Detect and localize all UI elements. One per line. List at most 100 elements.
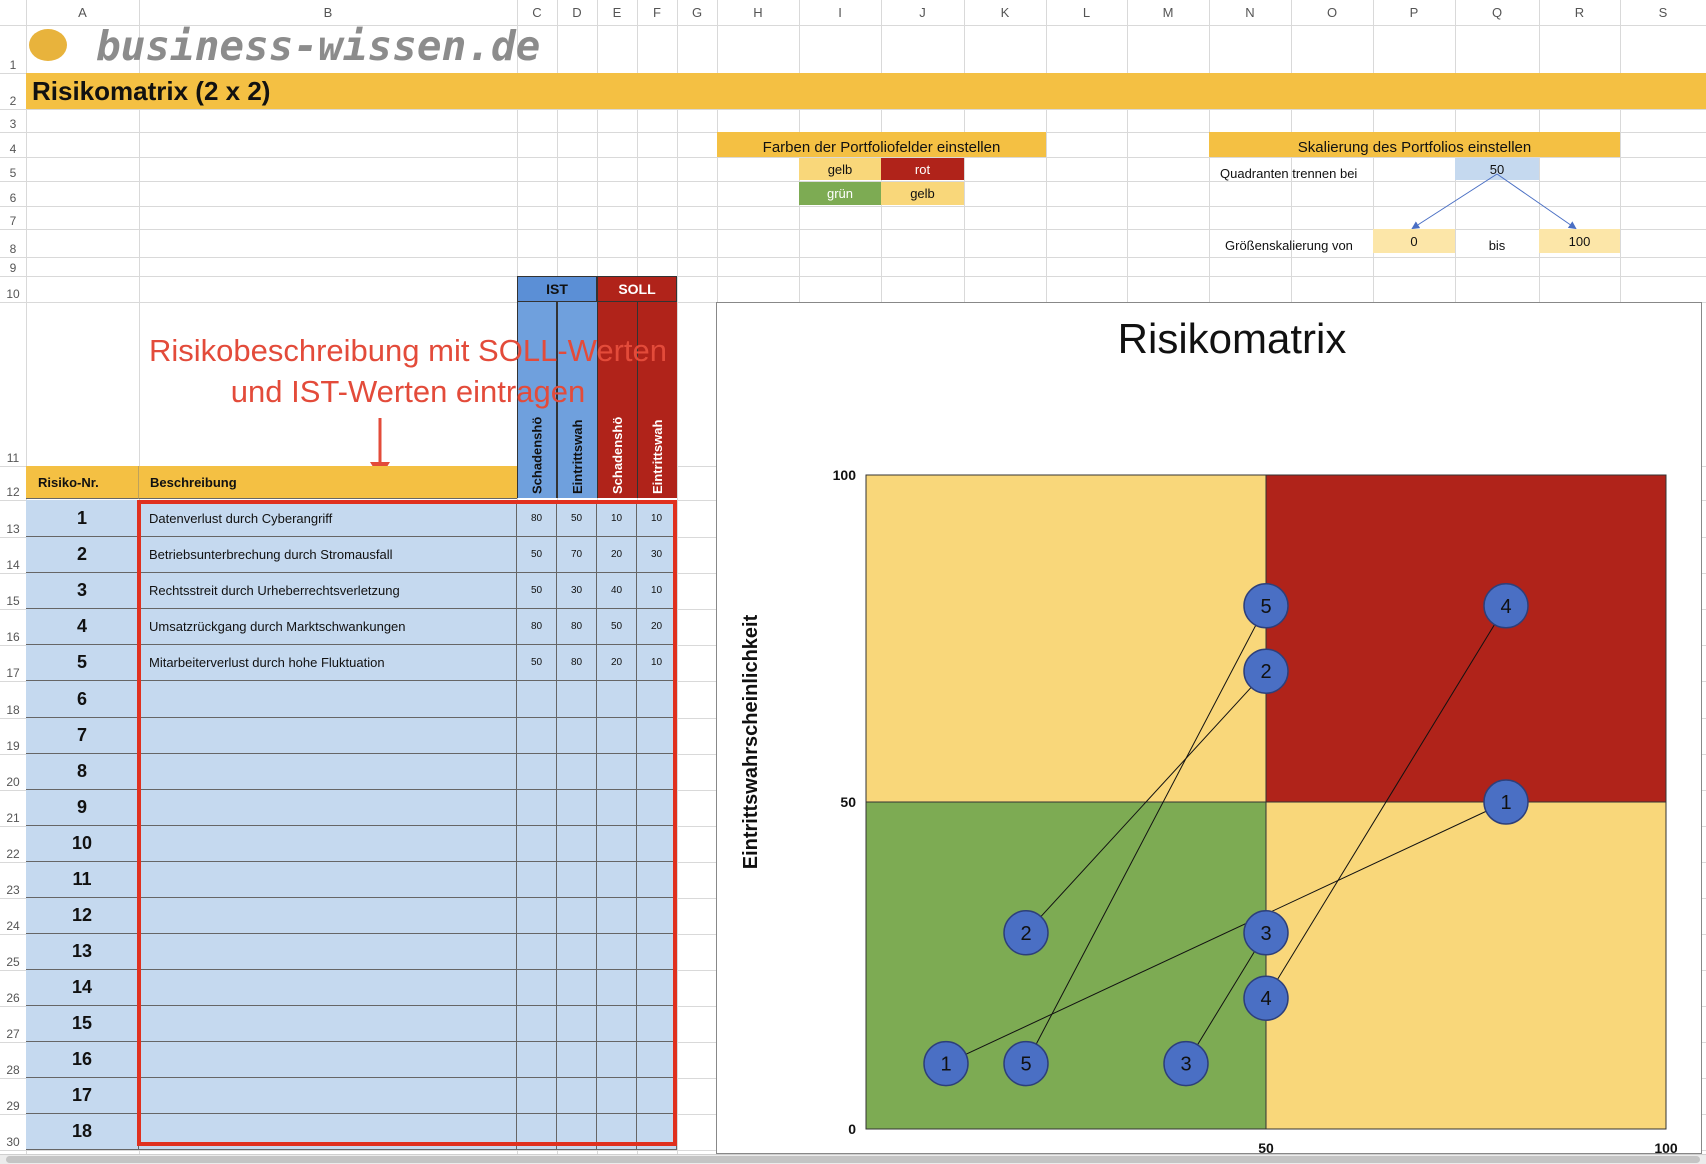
description-cell[interactable]	[139, 826, 517, 862]
value-cell[interactable]	[557, 1006, 597, 1042]
column-header[interactable]: E	[612, 5, 622, 20]
column-header[interactable]: Q	[1491, 5, 1503, 20]
column-header[interactable]: I	[838, 5, 842, 20]
horizontal-scrollbar[interactable]	[0, 1154, 1706, 1164]
risk-nr-cell[interactable]: 12	[26, 898, 139, 934]
value-cell[interactable]: 80	[557, 645, 597, 681]
value-cell[interactable]	[637, 790, 677, 826]
value-cell[interactable]	[637, 681, 677, 718]
value-cell[interactable]	[597, 754, 637, 790]
row-header[interactable]: 21	[6, 811, 20, 825]
description-cell[interactable]: Datenverlust durch Cyberangriff	[139, 500, 517, 537]
column-header[interactable]: L	[1082, 5, 1091, 20]
value-cell[interactable]	[637, 970, 677, 1006]
row-header[interactable]: 17	[6, 666, 20, 680]
row-header[interactable]: 7	[9, 214, 17, 228]
description-cell[interactable]: Betriebsunterbrechung durch Stromausfall	[139, 537, 517, 573]
column-header[interactable]: N	[1245, 5, 1255, 20]
row-header[interactable]: 5	[9, 166, 17, 180]
value-cell[interactable]: 10	[637, 500, 677, 537]
scrollbar-thumb[interactable]	[6, 1156, 1700, 1163]
value-cell[interactable]	[517, 718, 557, 754]
row-header[interactable]: 9	[9, 261, 17, 275]
row-header[interactable]: 3	[9, 117, 17, 131]
risk-nr-cell[interactable]: 10	[26, 826, 139, 862]
column-header[interactable]: B	[323, 5, 333, 20]
value-cell[interactable]	[517, 1114, 557, 1150]
column-header[interactable]: A	[78, 5, 87, 20]
risk-nr-cell[interactable]: 11	[26, 862, 139, 898]
description-cell[interactable]	[139, 1042, 517, 1078]
value-cell[interactable]: 10	[597, 500, 637, 537]
value-cell[interactable]: 30	[557, 573, 597, 609]
value-cell[interactable]	[557, 1042, 597, 1078]
column-header[interactable]: D	[572, 5, 582, 20]
value-cell[interactable]: 10	[637, 645, 677, 681]
column-header[interactable]: J	[919, 5, 926, 20]
description-cell[interactable]: Mitarbeiterverlust durch hohe Fluktuatio…	[139, 645, 517, 681]
description-cell[interactable]	[139, 754, 517, 790]
value-cell[interactable]	[637, 826, 677, 862]
row-header[interactable]: 13	[6, 522, 20, 536]
max-value-cell[interactable]: 100	[1539, 229, 1620, 253]
value-cell[interactable]	[637, 1006, 677, 1042]
value-cell[interactable]	[597, 1042, 637, 1078]
column-header[interactable]: K	[1000, 5, 1010, 20]
risk-nr-cell[interactable]: 4	[26, 609, 139, 645]
column-header[interactable]: G	[691, 5, 703, 20]
value-cell[interactable]	[517, 1078, 557, 1114]
row-header[interactable]: 14	[6, 558, 20, 572]
value-cell[interactable]: 20	[637, 609, 677, 645]
column-header[interactable]: H	[753, 5, 763, 20]
description-cell[interactable]	[139, 1006, 517, 1042]
risk-nr-cell[interactable]: 8	[26, 754, 139, 790]
row-header[interactable]: 12	[6, 485, 20, 499]
row-header[interactable]: 8	[9, 242, 17, 256]
value-cell[interactable]	[517, 681, 557, 718]
value-cell[interactable]	[597, 934, 637, 970]
value-cell[interactable]	[557, 826, 597, 862]
row-header[interactable]: 2	[9, 94, 17, 108]
risk-nr-cell[interactable]: 16	[26, 1042, 139, 1078]
value-cell[interactable]	[517, 754, 557, 790]
description-cell[interactable]	[139, 1078, 517, 1114]
row-header[interactable]: 4	[9, 142, 17, 156]
value-cell[interactable]	[637, 862, 677, 898]
value-cell[interactable]: 20	[597, 645, 637, 681]
description-cell[interactable]	[139, 898, 517, 934]
value-cell[interactable]	[597, 681, 637, 718]
row-header[interactable]: 10	[6, 287, 20, 301]
row-header[interactable]: 1	[9, 58, 17, 72]
risk-nr-cell[interactable]: 15	[26, 1006, 139, 1042]
value-cell[interactable]	[597, 970, 637, 1006]
value-cell[interactable]: 50	[557, 500, 597, 537]
risk-nr-cell[interactable]: 9	[26, 790, 139, 826]
value-cell[interactable]: 50	[597, 609, 637, 645]
value-cell[interactable]: 80	[557, 609, 597, 645]
column-header[interactable]: R	[1574, 5, 1585, 20]
risk-nr-cell[interactable]: 1	[26, 500, 139, 537]
value-cell[interactable]	[637, 1114, 677, 1150]
description-cell[interactable]	[139, 934, 517, 970]
column-header[interactable]: F	[653, 5, 661, 20]
value-cell[interactable]	[597, 718, 637, 754]
value-cell[interactable]	[557, 790, 597, 826]
description-cell[interactable]: Umsatzrückgang durch Marktschwankungen	[139, 609, 517, 645]
risk-nr-cell[interactable]: 14	[26, 970, 139, 1006]
value-cell[interactable]	[637, 1078, 677, 1114]
row-header[interactable]: 18	[6, 703, 20, 717]
description-cell[interactable]: Rechtsstreit durch Urheberrechtsverletzu…	[139, 573, 517, 609]
description-cell[interactable]	[139, 790, 517, 826]
risk-nr-cell[interactable]: 17	[26, 1078, 139, 1114]
value-cell[interactable]	[517, 970, 557, 1006]
value-cell[interactable]	[637, 934, 677, 970]
row-header[interactable]: 19	[6, 739, 20, 753]
value-cell[interactable]	[597, 1114, 637, 1150]
row-header[interactable]: 29	[6, 1099, 20, 1113]
color-cell-top-left[interactable]: gelb	[799, 158, 881, 180]
risk-nr-cell[interactable]: 3	[26, 573, 139, 609]
value-cell[interactable]	[557, 862, 597, 898]
column-header[interactable]: C	[532, 5, 542, 20]
description-cell[interactable]	[139, 1114, 517, 1150]
value-cell[interactable]	[557, 1078, 597, 1114]
